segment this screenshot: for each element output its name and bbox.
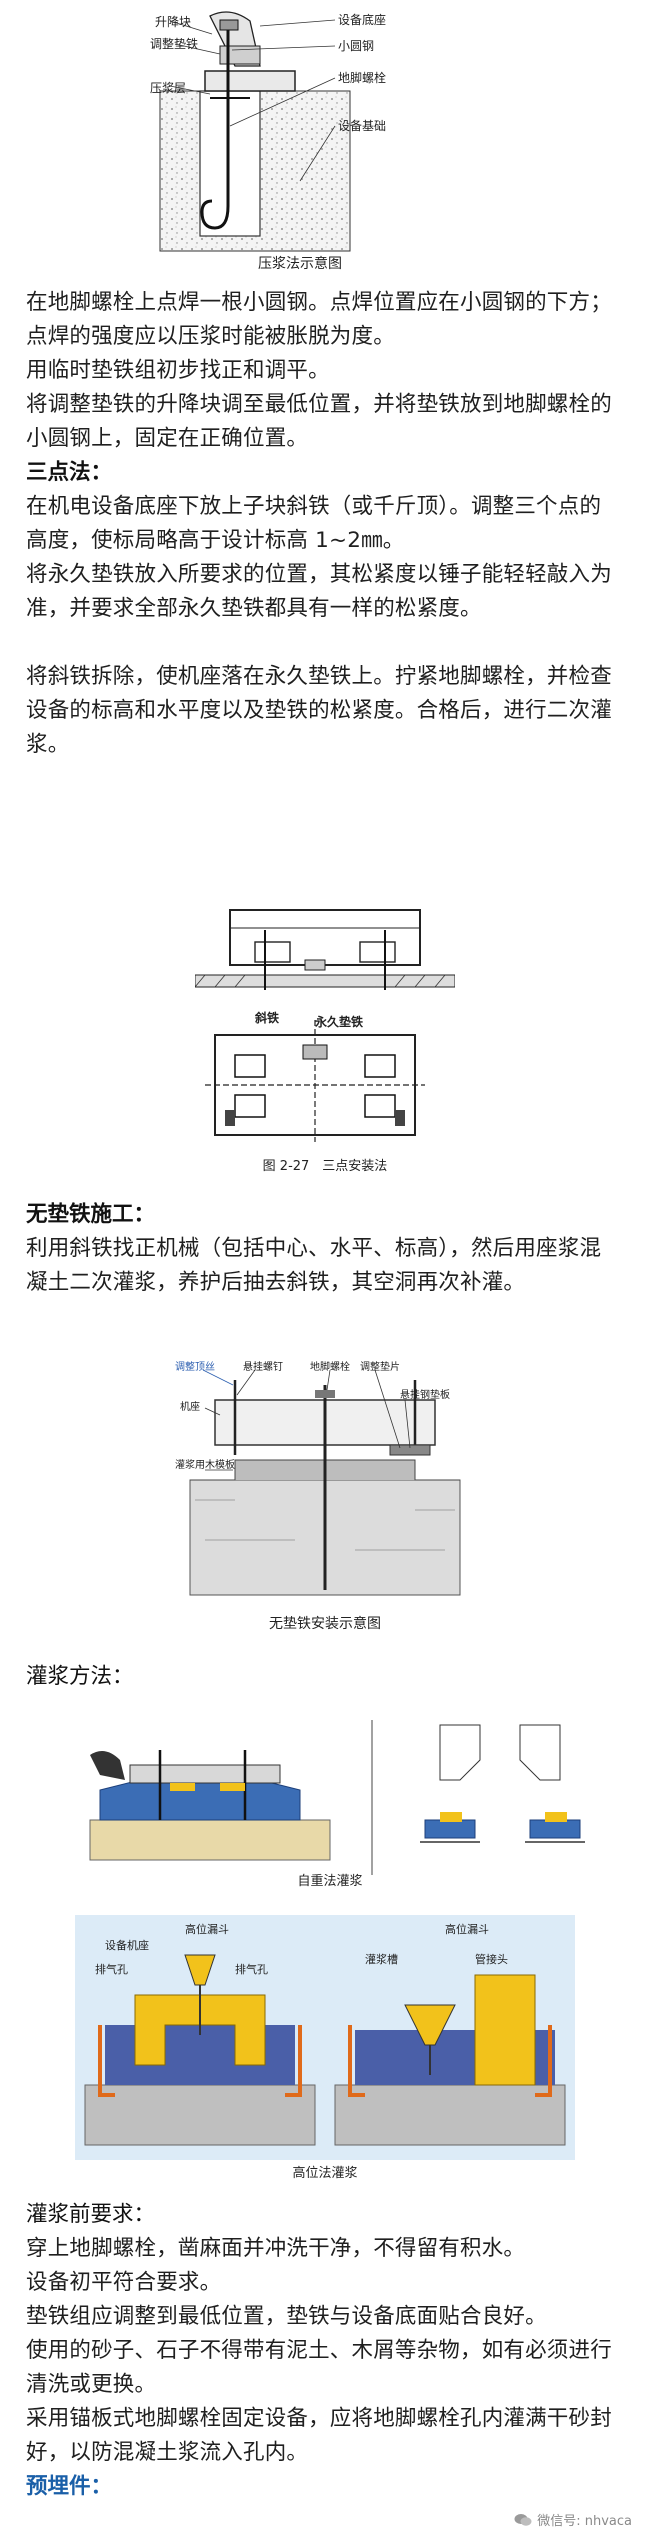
press-grouting-diagram: 升降块 调整垫铁 压浆层 设备底座 小圆钢 地脚螺栓 设备基础 压浆法示意图	[150, 11, 386, 272]
label-equip-base-2: 设备机座	[105, 1938, 149, 1952]
label-small-rod: 小圆钢	[338, 39, 374, 53]
watermark: 微信号: nhvaca	[514, 2510, 632, 2529]
three-point-step-2: 将永久垫铁放入所要求的位置，其松紧度以锤子能轻轻敲入为准，并要求全部永久垫铁都具…	[26, 562, 612, 621]
pre-grout-item-4: 使用的砂子、石子不得带有泥土、木屑等杂物，如有必须进行清洗或更换。	[26, 2338, 612, 2397]
label-formwork: 灌浆用木模板	[175, 1458, 235, 1471]
pre-grout-item-2: 设备初平符合要求。	[26, 2270, 222, 2295]
self-weight-diagram: 自重法灌浆	[89, 1720, 585, 1889]
label-machine-seat: 机座	[180, 1400, 200, 1413]
high-position-figure: 高位漏斗 设备机座 排气孔 排气孔 高位漏斗 灌浆槽 管接头 高位法灌浆	[75, 1915, 575, 2185]
label-adjust-screw: 调整顶丝	[175, 1360, 215, 1373]
wechat-icon	[514, 2513, 532, 2526]
pre-grout-item-3: 垫铁组应调整到最低位置，垫铁与设备底面贴合良好。	[26, 2304, 547, 2329]
grouting-heading: 灌浆方法：	[26, 1664, 134, 1689]
no-shim-heading: 无垫铁施工：	[26, 1202, 156, 1227]
label-permanent-shim: 永久垫铁	[314, 1014, 363, 1029]
label-anchor-bolt-2: 地脚螺栓	[310, 1360, 350, 1373]
label-high-funnel-1: 高位漏斗	[185, 1922, 229, 1936]
pre-grout-item-5: 采用锚板式地脚螺栓固定设备，应将地脚螺栓孔内灌满干砂封好，以防混凝土浆流入孔内。	[26, 2406, 612, 2465]
three-point-figure: 斜铁 永久垫铁 图 2-27 三点安装法	[194, 880, 456, 1180]
label-hang-bolt: 悬挂螺钉	[243, 1360, 283, 1373]
label-adjust-plate: 调整垫片	[360, 1360, 400, 1373]
pre-grout-heading: 灌浆前要求：	[26, 2202, 156, 2227]
label-vent-right: 排气孔	[235, 1962, 268, 1976]
three-point-heading: 三点法：	[26, 460, 113, 485]
label-equip-base: 设备底座	[338, 12, 386, 27]
self-weight-caption: 自重法灌浆	[297, 1873, 362, 1889]
label-grout-trough: 灌浆槽	[365, 1952, 398, 1966]
pre-grout-item-1: 穿上地脚螺栓，凿麻面并冲洗干净，不得留有积水。	[26, 2236, 526, 2261]
no-shim-caption: 无垫铁安装示意图	[269, 1615, 381, 1632]
self-weight-figure: 自重法灌浆	[60, 1720, 600, 1895]
high-position-caption: 高位法灌浆	[292, 2165, 357, 2181]
label-adjust-shim: 调整垫铁	[150, 36, 198, 51]
three-point-step-1: 在机电设备底座下放上子块斜铁（或千斤顶）。调整三个点的高度，使标局略高于设计标高…	[26, 494, 602, 553]
press-step-1: 在地脚螺栓上点焊一根小圆钢。点焊位置应在小圆钢的下方；点焊的强度应以压浆时能被胀…	[26, 290, 612, 349]
label-high-funnel-2: 高位漏斗	[445, 1922, 489, 1936]
three-point-step-3: 将斜铁拆除，使机座落在永久垫铁上。拧紧地脚螺栓，并检查设备的标高和水平度以及垫铁…	[26, 664, 612, 757]
press-step-2: 用临时垫铁组初步找正和调平。	[26, 358, 330, 383]
label-grout-layer: 压浆层	[150, 80, 186, 95]
label-vent-left: 排气孔	[95, 1962, 128, 1976]
watermark-text: 微信号: nhvaca	[537, 2514, 632, 2529]
no-shim-figure: 调整顶丝 悬挂螺钉 地脚螺栓 调整垫片 机座 悬挂钢垫板 灌浆用木模板 无垫铁安…	[175, 1360, 475, 1640]
press-figure-caption: 压浆法示意图	[258, 255, 342, 272]
label-equip-foundation: 设备基础	[338, 119, 386, 133]
press-grouting-figure: 升降块 调整垫铁 压浆层 设备底座 小圆钢 地脚螺栓 设备基础 压浆法示意图	[150, 6, 450, 274]
three-point-diagram: 斜铁 永久垫铁 图 2-27 三点安装法	[194, 909, 456, 1174]
label-wedge: 斜铁	[254, 1010, 279, 1025]
no-shim-diagram: 调整顶丝 悬挂螺钉 地脚螺栓 调整垫片 机座 悬挂钢垫板 灌浆用木模板 无垫铁安…	[175, 1360, 461, 1632]
press-step-3: 将调整垫铁的升降块调至最低位置，并将垫铁放到地脚螺栓的小圆钢上，固定在正确位置。	[26, 392, 612, 451]
three-point-caption: 图 2-27 三点安装法	[263, 1159, 388, 1174]
no-shim-text: 利用斜铁找正机械（包括中心、水平、标高），然后用座浆混凝土二次灌浆，养护后抽去斜…	[26, 1236, 602, 1295]
label-hang-plate: 悬挂钢垫板	[400, 1388, 450, 1401]
high-position-diagram: 高位漏斗 设备机座 排气孔 排气孔 高位漏斗 灌浆槽 管接头 高位法灌浆	[75, 1915, 575, 2181]
label-pipe-joint: 管接头	[475, 1952, 508, 1966]
label-lift-block: 升降块	[155, 15, 191, 29]
preembed-heading: 预埋件：	[26, 2474, 113, 2499]
label-anchor-bolt: 地脚螺栓	[338, 70, 386, 85]
